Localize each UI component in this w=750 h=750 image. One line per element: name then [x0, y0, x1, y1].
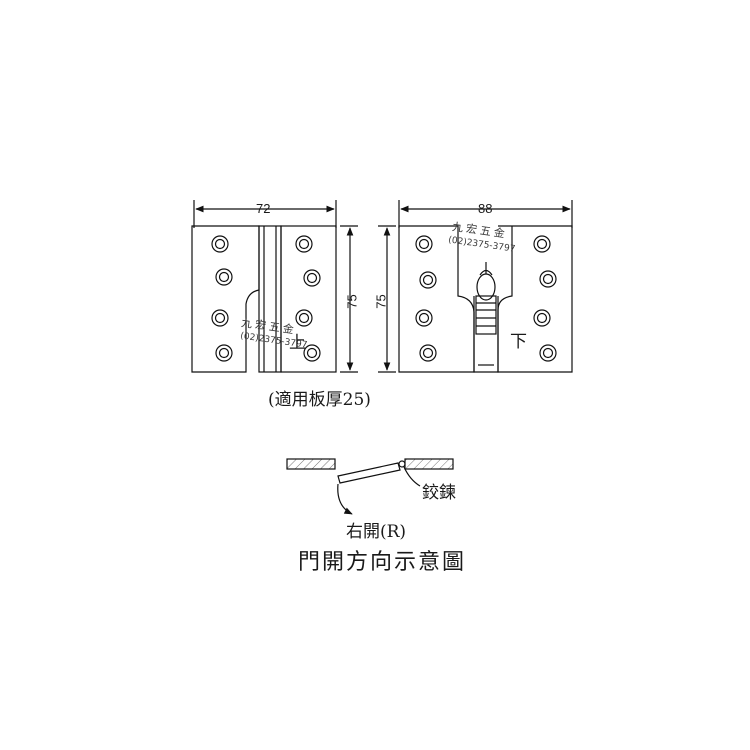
thickness-note: (適用板厚25) [268, 390, 371, 410]
left-side-label: 上 [289, 333, 306, 353]
left-hinge-screw-holes [211, 235, 321, 362]
right-height-dimension: 75 [373, 294, 389, 309]
right-width-dimension: 88 [478, 201, 493, 216]
opening-direction-label: 右開(R) [346, 522, 407, 542]
door-opening-diagram [286, 458, 454, 515]
left-width-dimension: 72 [256, 201, 271, 216]
left-hinge-dimension-lines [193, 200, 358, 373]
right-hinge-dimension-lines [378, 200, 573, 373]
hinge-pivot-icon [398, 460, 406, 468]
right-hinge-screw-holes [415, 235, 557, 362]
diagram-caption: 門開方向示意圖 [298, 550, 467, 575]
right-side-label: 下 [510, 332, 527, 352]
left-height-dimension: 75 [344, 294, 360, 309]
hinge-label: 鉸鍊 [422, 483, 456, 503]
left-hinge-outline [191, 225, 337, 373]
right-hinge-outline [398, 225, 573, 373]
